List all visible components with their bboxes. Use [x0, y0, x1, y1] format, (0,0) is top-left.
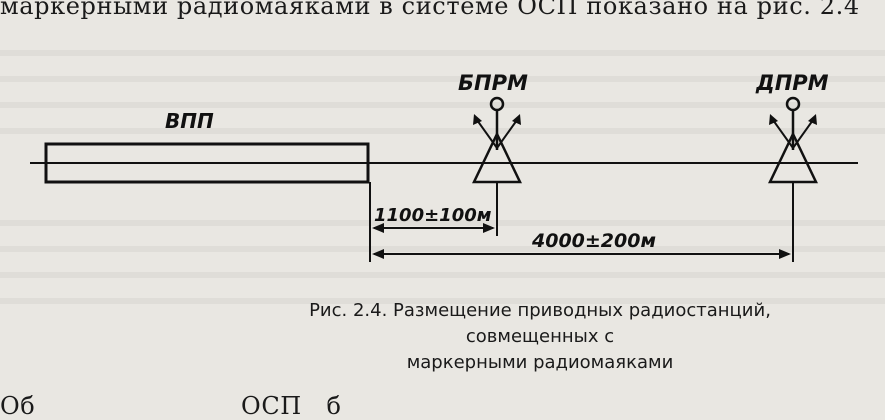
far-marker-label: ДПРМ — [755, 71, 829, 95]
figure-diagram: ВПП БПРМ ДПРМ 11 — [30, 71, 858, 262]
caption-line-2: маркерными радиомаяками — [406, 352, 674, 373]
far-marker-antenna-icon — [785, 96, 801, 112]
far-marker-station — [768, 96, 818, 184]
body-text-bottom: Об ОСП б — [0, 392, 342, 420]
runway-label: ВПП — [165, 109, 214, 133]
bleed-through-texture — [0, 30, 885, 150]
figure-caption: Рис. 2.4. Размещение приводных радиостан… — [240, 298, 840, 376]
near-marker-station — [472, 96, 522, 184]
runway-rectangle — [44, 142, 370, 184]
near-marker-antenna-icon — [489, 96, 505, 112]
body-text-top: маркерными радиомаяками в системе ОСП по… — [0, 0, 860, 20]
caption-line-1: Рис. 2.4. Размещение приводных радиостан… — [309, 300, 771, 347]
far-distance-label: 4000±200м — [531, 230, 656, 252]
near-marker-label: БПРМ — [458, 71, 528, 95]
bleed-through-texture — [0, 200, 885, 320]
near-distance-label: 1100±100м — [374, 205, 492, 226]
